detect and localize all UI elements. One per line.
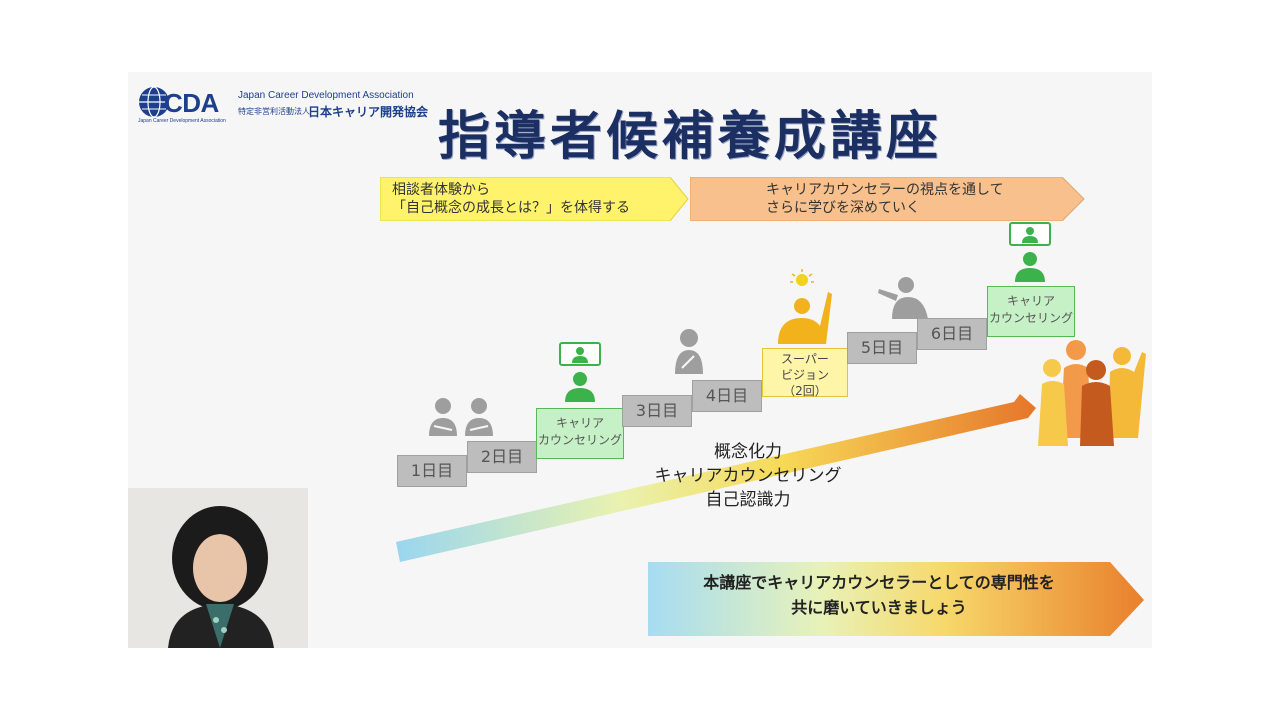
career1-line2: カウンセリング	[537, 433, 622, 447]
step-day5: 5日目	[847, 332, 917, 364]
banner-left-line2: 「自己概念の成長とは？」を体得する	[392, 200, 630, 216]
logo-subtext: Japan Career Development Association	[138, 118, 226, 124]
supervision-line2: ビジョン	[780, 368, 829, 382]
idea-person-icon	[778, 269, 832, 344]
presenter-avatar	[128, 488, 308, 648]
slide: CDA Japan Career Development Association…	[128, 72, 1152, 648]
two-people-icon	[429, 398, 493, 436]
slide-title: 指導者候補養成講座	[438, 106, 943, 167]
logo-english: Japan Career Development Association	[238, 90, 414, 101]
banner-left: 相談者体験から 「自己概念の成長とは？」を体得する	[380, 177, 690, 221]
step-day4: 4日目	[692, 380, 762, 412]
career1-line1: キャリア	[555, 416, 604, 430]
thinking-person-icon	[675, 329, 703, 374]
online-session-icon	[1009, 222, 1051, 282]
growth-arrow	[396, 394, 1036, 562]
step-day6: 6日目	[917, 318, 987, 350]
logo-abbr: CDA	[164, 88, 219, 118]
skill-item: キャリアカウンセリング	[654, 466, 842, 486]
skill-item: 自己認識力	[705, 490, 791, 510]
jcda-logo: CDA Japan Career Development Association…	[138, 86, 428, 126]
conclusion-line2: 共に磨いていきましょう	[791, 598, 967, 617]
step-supervision: スーパー ビジョン （2回）	[762, 348, 848, 398]
banner-right-line1: キャリアカウンセラーの視点を通して	[766, 182, 1004, 198]
banner-right: キャリアカウンセラーの視点を通して さらに学びを深めていく	[690, 177, 1086, 221]
conclusion-line1: 本講座でキャリアカウンセラーとしての専門性を	[703, 573, 1055, 592]
career2-line2: カウンセリング	[988, 311, 1073, 325]
step-career-counseling-1: キャリア カウンセリング	[536, 408, 624, 459]
logo-japanese: 日本キャリア開発協会	[308, 105, 429, 119]
step-day3: 3日目	[622, 395, 692, 427]
logo-org-type: 特定非営利活動法人	[238, 107, 310, 116]
presenter-video	[128, 488, 308, 648]
celebrating-group-icon	[1038, 340, 1146, 446]
online-session-icon	[559, 342, 601, 402]
pointing-person-icon	[878, 277, 928, 319]
step-day1: 1日目	[397, 455, 467, 487]
banner-right-line2: さらに学びを深めていく	[766, 200, 920, 216]
step-day2: 2日目	[467, 441, 537, 473]
supervision-line1: スーパー	[781, 352, 829, 366]
supervision-line3: （2回）	[783, 384, 827, 398]
globe-icon	[139, 86, 169, 118]
conclusion-arrow: 本講座でキャリアカウンセラーとしての専門性を 共に磨いていきましょう	[648, 562, 1148, 638]
skill-item: 概念化力	[714, 442, 782, 462]
banner-left-line1: 相談者体験から	[392, 182, 490, 198]
career2-line1: キャリア	[1006, 294, 1055, 308]
skills-list: 概念化力 キャリアカウンセリング 自己認識力	[608, 440, 888, 512]
step-career-counseling-2: キャリア カウンセリング	[987, 286, 1075, 337]
